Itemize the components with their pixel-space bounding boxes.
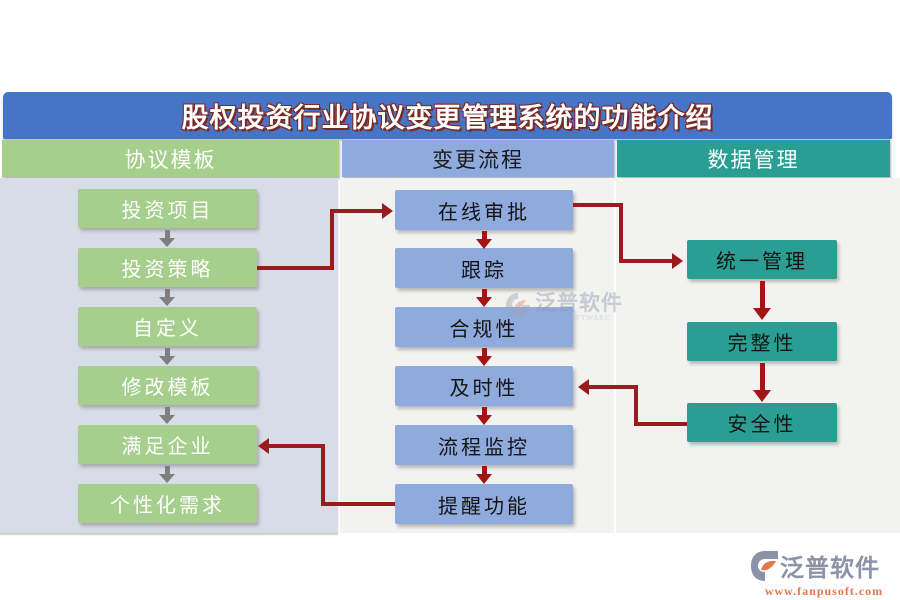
arrow-down-icon xyxy=(159,348,175,365)
flow-box-investment-strategy: 投资策略 xyxy=(78,248,257,287)
arrow-down-icon xyxy=(753,363,771,402)
flow-box-investment-project: 投资项目 xyxy=(78,189,257,228)
flow-box-compliance: 合规性 xyxy=(395,307,573,347)
flow-box-custom: 自定义 xyxy=(78,307,257,346)
flow-box-reminder-function: 提醒功能 xyxy=(395,484,573,524)
arrow-down-icon xyxy=(159,407,175,424)
flow-box-process-monitor: 流程监控 xyxy=(395,425,573,465)
arrow-down-icon xyxy=(476,289,492,307)
arrow-down-icon xyxy=(476,407,492,425)
arrow-down-icon xyxy=(159,230,175,247)
column-header-templates: 协议模板 xyxy=(2,140,339,177)
column-header-process: 变更流程 xyxy=(342,140,614,177)
page-title: 股权投资行业协议变更管理系统的功能介绍 xyxy=(181,103,714,133)
arrow-down-icon xyxy=(476,231,492,249)
arrow-down-icon xyxy=(476,466,492,484)
flow-box-timeliness: 及时性 xyxy=(395,366,573,406)
panel-process xyxy=(340,178,614,533)
flow-box-tracking: 跟踪 xyxy=(395,248,573,288)
footer-brand-text: 泛普软件 xyxy=(780,556,880,582)
arrow-down-icon xyxy=(476,348,492,366)
flow-box-unified-management: 统一管理 xyxy=(687,240,837,279)
flow-box-satisfy-enterprise: 满足企业 xyxy=(78,425,257,464)
flow-box-modify-template: 修改模板 xyxy=(78,366,257,405)
arrow-down-icon xyxy=(159,466,175,483)
flow-box-security: 安全性 xyxy=(687,403,837,442)
flow-box-online-approval: 在线审批 xyxy=(395,190,573,230)
footer-url-link[interactable]: www.fanpusoft.com xyxy=(764,584,884,598)
flow-box-integrity: 完整性 xyxy=(687,322,837,361)
flow-box-personalized-needs: 个性化需求 xyxy=(78,484,257,523)
fanpu-logo-icon xyxy=(751,550,778,581)
footer-brand-block: 泛普软件 www.fanpusoft.com xyxy=(750,548,898,599)
column-header-data: 数据管理 xyxy=(617,140,890,177)
arrow-down-icon xyxy=(753,281,771,320)
title-bar: 股权投资行业协议变更管理系统的功能介绍 xyxy=(3,92,892,139)
arrow-down-icon xyxy=(159,289,175,306)
